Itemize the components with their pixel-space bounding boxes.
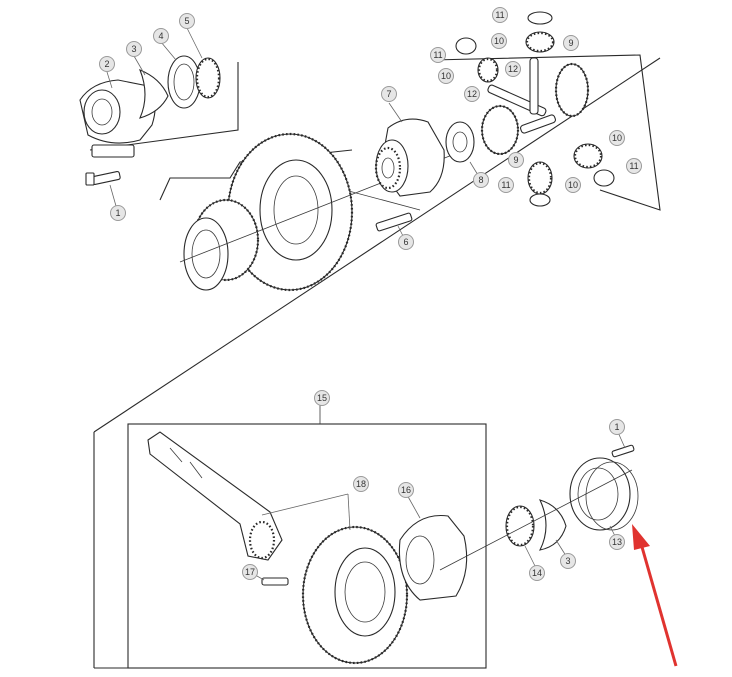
bearing-cup-part	[167, 55, 201, 109]
callout-2-top: 2	[99, 56, 115, 72]
svg-text:10: 10	[441, 71, 451, 81]
callout-17: 17	[242, 564, 258, 580]
bearing-cap-part	[79, 79, 156, 158]
callout-14: 14	[529, 565, 545, 581]
callout-12-lower: 12	[464, 86, 480, 102]
svg-text:10: 10	[494, 36, 504, 46]
callout-18: 18	[353, 476, 369, 492]
svg-text:1: 1	[115, 208, 120, 218]
bevel-ring-gear-part	[301, 525, 409, 665]
callout-1-top: 1	[110, 205, 126, 221]
svg-text:8: 8	[478, 175, 483, 185]
svg-text:13: 13	[612, 537, 622, 547]
drive-pinion-shaft-part	[147, 431, 283, 561]
callout-5-top: 5	[179, 13, 195, 29]
callout-leaders	[106, 27, 626, 581]
svg-text:14: 14	[532, 568, 542, 578]
spider-shaft-part	[487, 57, 556, 134]
lower-axis-line	[439, 469, 633, 571]
lock-ring-part	[538, 499, 567, 551]
svg-text:11: 11	[501, 180, 510, 190]
bearing-cone-part	[195, 57, 221, 99]
callout-8-top: 8	[473, 172, 489, 188]
case-bolt-part	[375, 212, 413, 232]
svg-text:17: 17	[245, 567, 255, 577]
svg-text:11: 11	[433, 50, 442, 60]
callout-9-center: 9	[508, 152, 524, 168]
svg-text:10: 10	[568, 180, 578, 190]
svg-text:3: 3	[131, 44, 136, 54]
callout-15: 15	[314, 390, 330, 406]
callout-12-upper: 12	[505, 61, 521, 77]
svg-text:11: 11	[629, 161, 638, 171]
callout-6-top: 6	[398, 234, 414, 250]
bearing-housing-part	[569, 457, 639, 531]
svg-text:3: 3	[565, 556, 570, 566]
pinion-carrier-part	[398, 514, 468, 601]
callout-bubbles: 1 2 3 4 5 6 7 8 9 9 10 10 10 10 11 11 11…	[99, 7, 642, 581]
svg-text:5: 5	[184, 16, 189, 26]
snap-ring-part	[139, 69, 169, 119]
svg-text:9: 9	[513, 155, 518, 165]
callout-11-lower: 11	[498, 177, 514, 193]
differential-case-part	[374, 118, 445, 197]
pinion-bearing-part	[505, 505, 535, 547]
callout-9-right: 9	[563, 35, 579, 51]
side-gear-part	[480, 62, 590, 156]
svg-text:15: 15	[317, 393, 327, 403]
callout-10-right: 10	[609, 130, 625, 146]
svg-text:10: 10	[612, 133, 622, 143]
callout-10-lower: 10	[565, 177, 581, 193]
housing-screw-part	[611, 444, 635, 458]
svg-text:2: 2	[104, 59, 109, 69]
svg-text:11: 11	[495, 10, 504, 20]
svg-text:18: 18	[356, 479, 366, 489]
callout-4-top: 4	[153, 28, 169, 44]
callout-7-top: 7	[381, 86, 397, 102]
svg-text:12: 12	[508, 64, 518, 74]
svg-text:12: 12	[467, 89, 477, 99]
svg-text:4: 4	[158, 31, 163, 41]
svg-text:16: 16	[401, 485, 411, 495]
svg-text:7: 7	[386, 89, 391, 99]
svg-text:6: 6	[403, 237, 408, 247]
callout-16: 16	[398, 482, 414, 498]
callout-11-left: 11	[430, 47, 446, 63]
carrier-bolt-part	[261, 577, 289, 586]
callout-11-topmost: 11	[492, 7, 508, 23]
thrust-washer-part	[445, 121, 475, 163]
callout-1-bottom: 1	[609, 419, 625, 435]
ring-gear-part	[183, 132, 354, 292]
svg-text:9: 9	[568, 38, 573, 48]
callout-10-left: 10	[438, 68, 454, 84]
pinion-washers-part	[455, 11, 615, 207]
cap-screw-part	[85, 170, 121, 186]
callout-10-upper: 10	[491, 33, 507, 49]
pinion-gears-part	[477, 31, 603, 195]
callout-3-bottom: 3	[560, 553, 576, 569]
callout-3-top: 3	[126, 41, 142, 57]
svg-text:1: 1	[614, 422, 619, 432]
callout-13: 13	[609, 534, 625, 550]
red-pointer-arrow	[632, 524, 678, 667]
callout-11-right: 11	[626, 158, 642, 174]
